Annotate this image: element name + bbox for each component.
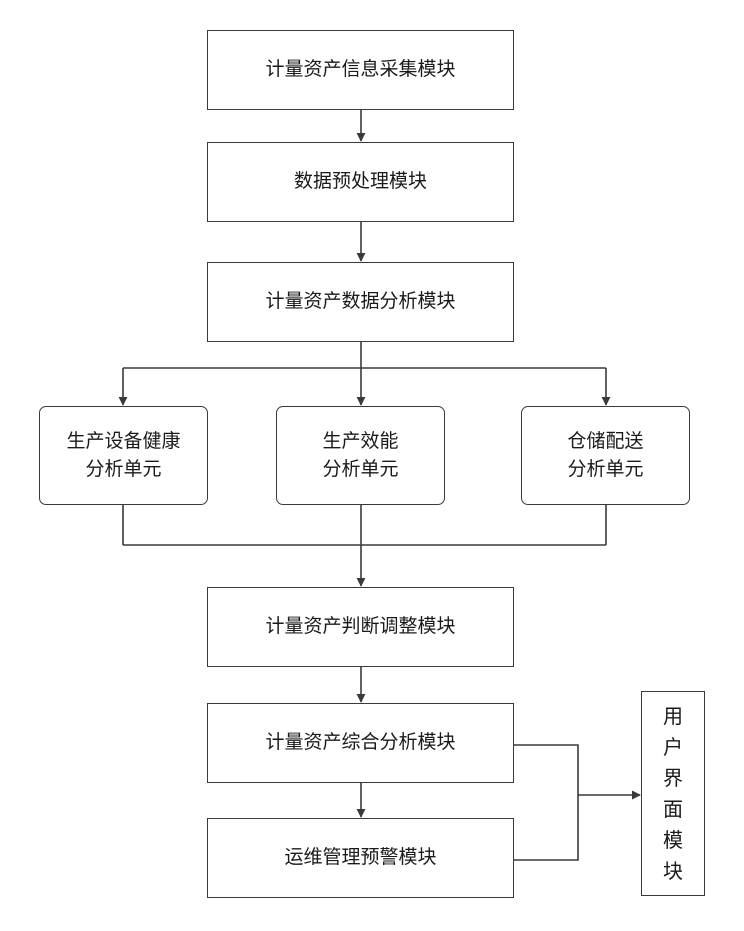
unit-warehouse-delivery-line1: 仓储配送 xyxy=(567,428,643,456)
unit-equipment-health-line2: 分析单元 xyxy=(85,456,161,484)
user-interface-char: 块 xyxy=(663,856,683,887)
unit-warehouse-delivery-line2: 分析单元 xyxy=(567,456,643,484)
unit-production-efficiency-line1: 生产效能 xyxy=(322,428,398,456)
line-comprehensive-to-right xyxy=(514,745,578,795)
module-comprehensive-analysis-label: 计量资产综合分析模块 xyxy=(265,729,455,757)
module-user-interface: 用 户 界 面 模 块 xyxy=(641,691,705,896)
module-judgment-adjustment-label: 计量资产判断调整模块 xyxy=(265,613,455,641)
module-ops-warning: 运维管理预警模块 xyxy=(207,818,514,898)
module-comprehensive-analysis: 计量资产综合分析模块 xyxy=(207,703,514,783)
module-ops-warning-label: 运维管理预警模块 xyxy=(284,844,436,872)
user-interface-char: 用 xyxy=(663,701,683,732)
module-info-collection-label: 计量资产信息采集模块 xyxy=(265,56,455,84)
unit-equipment-health-line1: 生产设备健康 xyxy=(66,428,180,456)
user-interface-char: 模 xyxy=(663,825,683,856)
unit-warehouse-delivery: 仓储配送 分析单元 xyxy=(521,406,690,505)
user-interface-char: 户 xyxy=(663,732,683,763)
module-data-analysis-label: 计量资产数据分析模块 xyxy=(265,288,455,316)
module-data-preprocess-label: 数据预处理模块 xyxy=(294,168,427,196)
unit-production-efficiency-line2: 分析单元 xyxy=(322,456,398,484)
module-judgment-adjustment: 计量资产判断调整模块 xyxy=(207,587,514,667)
unit-production-efficiency: 生产效能 分析单元 xyxy=(276,406,445,505)
user-interface-char: 界 xyxy=(663,763,683,794)
module-info-collection: 计量资产信息采集模块 xyxy=(207,30,514,110)
user-interface-char: 面 xyxy=(663,794,683,825)
module-data-analysis: 计量资产数据分析模块 xyxy=(207,262,514,342)
unit-equipment-health: 生产设备健康 分析单元 xyxy=(39,406,208,505)
line-ops-to-right xyxy=(514,795,578,860)
module-data-preprocess: 数据预处理模块 xyxy=(207,142,514,222)
